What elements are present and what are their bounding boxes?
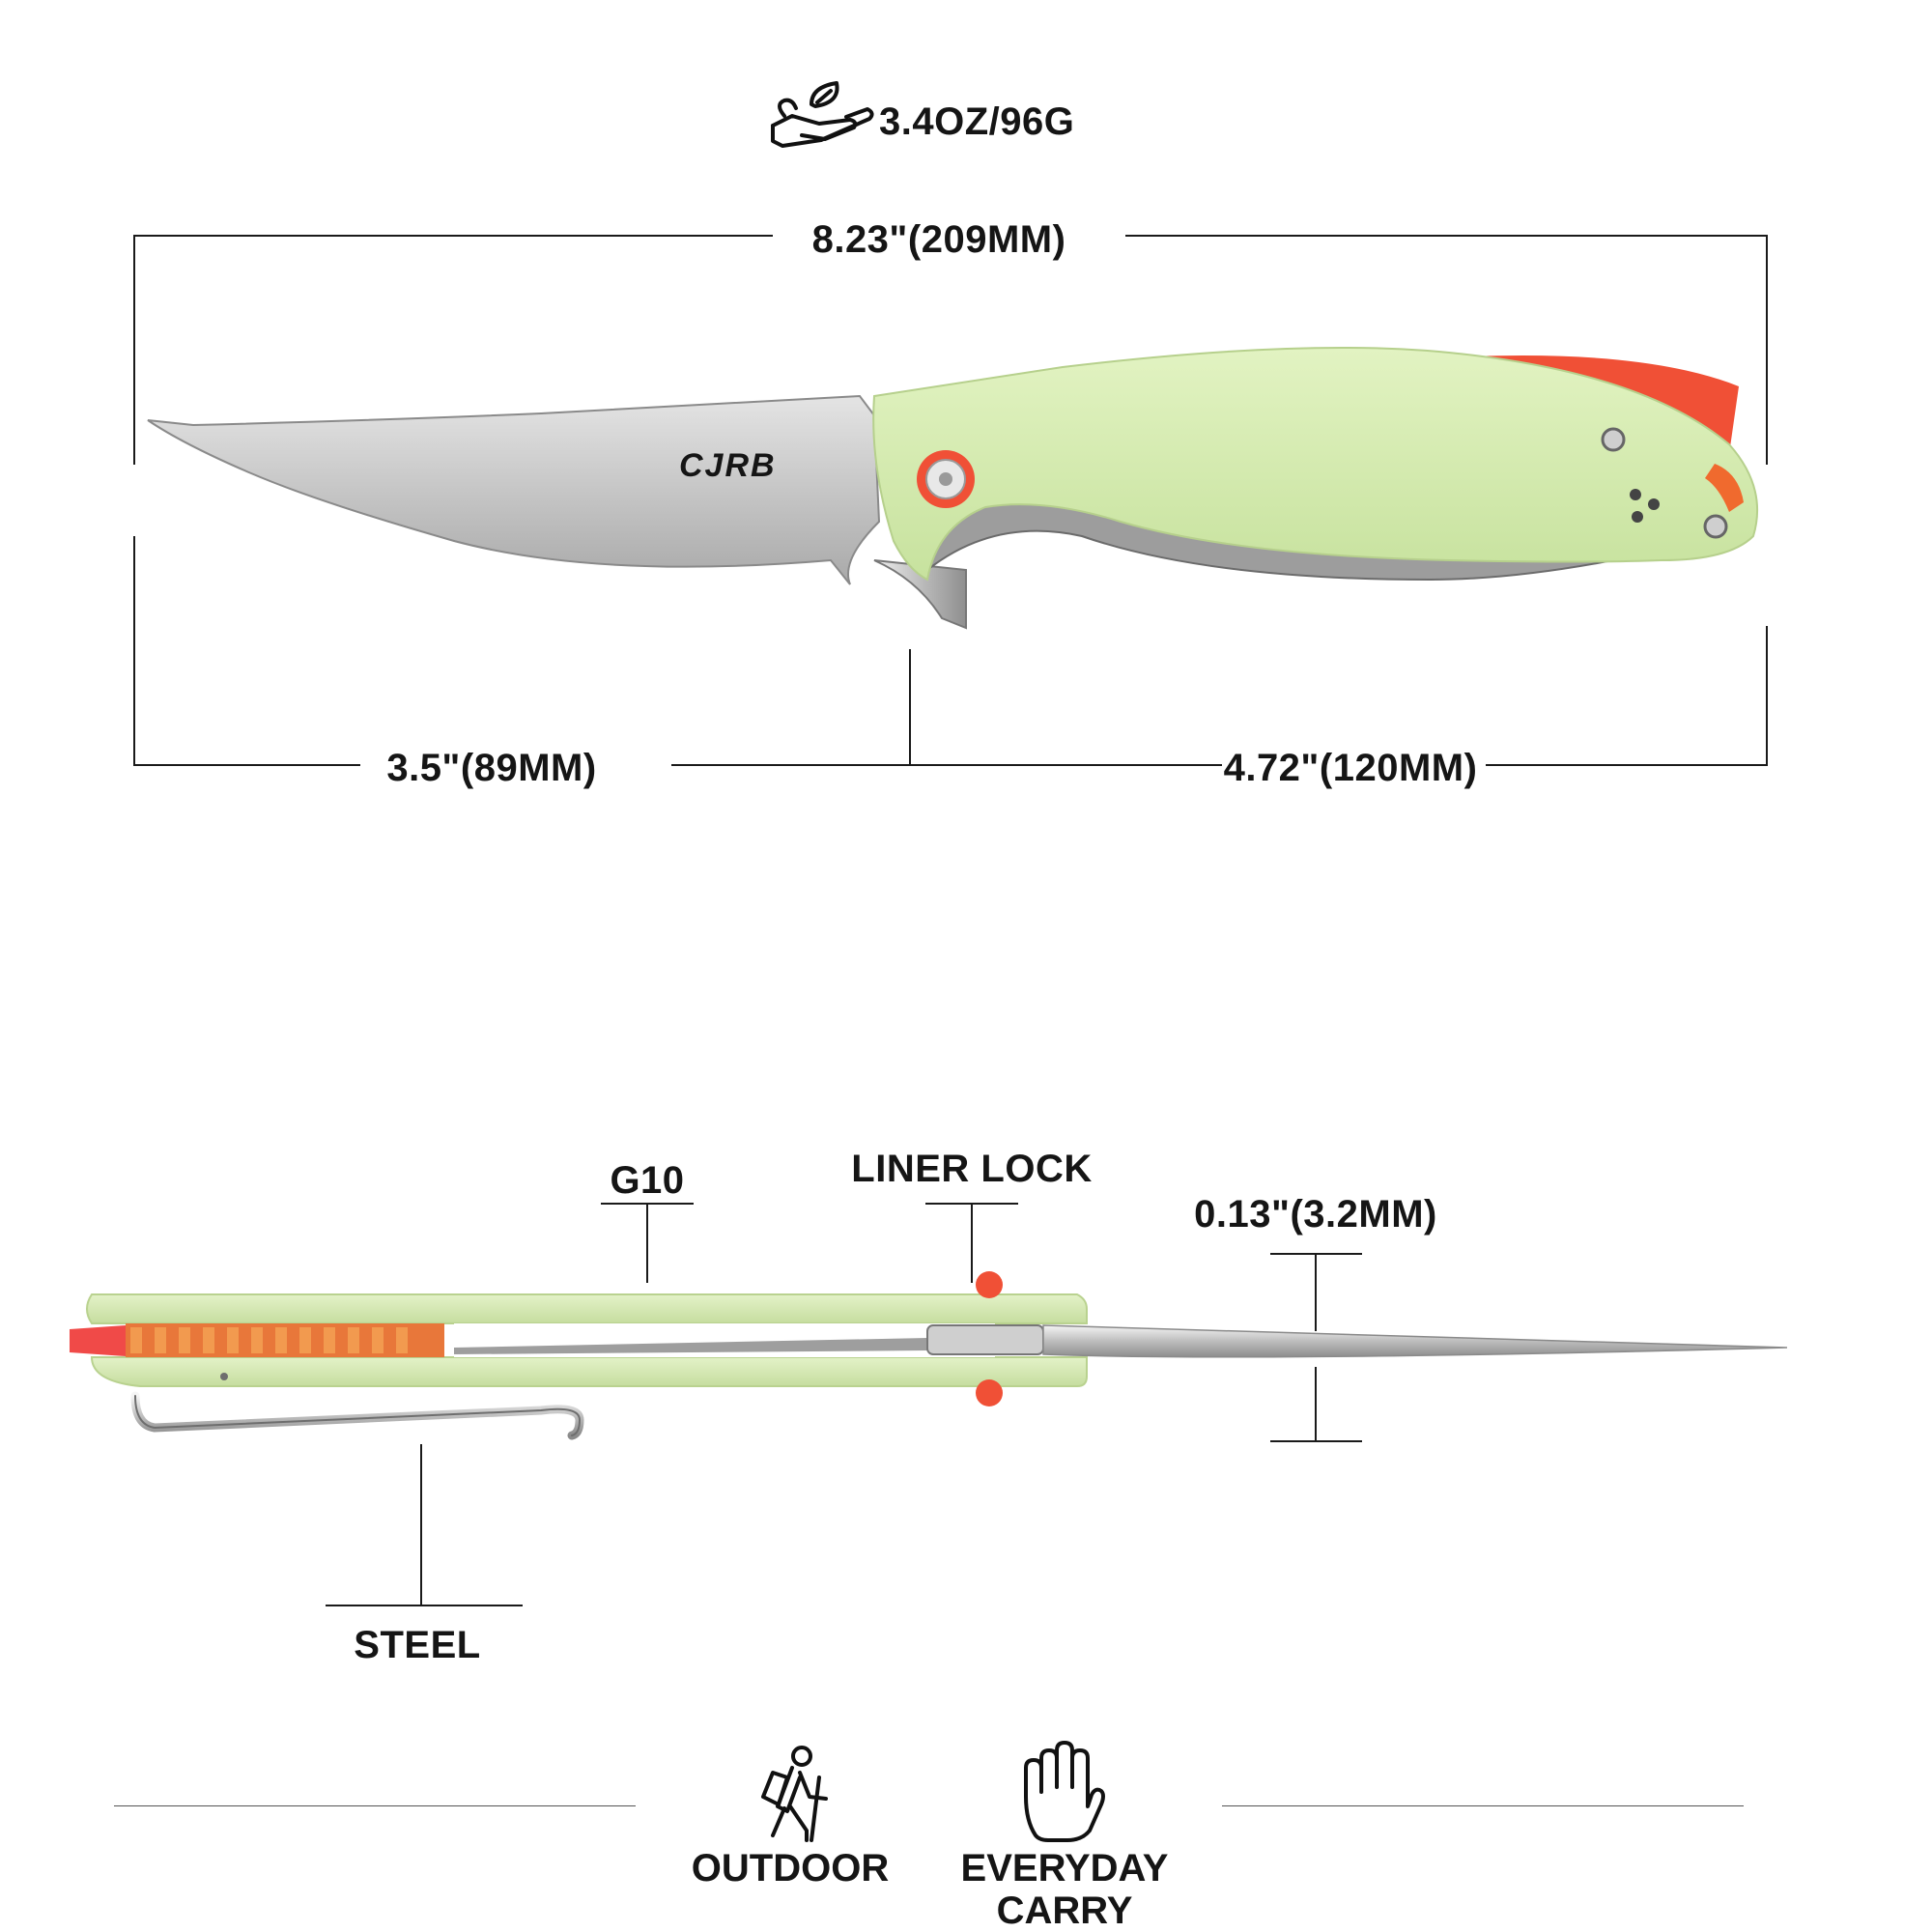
usage-label-everyday-carry: EVERYDAY CARRY: [961, 1847, 1169, 1932]
handle-dimension-line-right: [1486, 764, 1768, 766]
handle-material-leader: [646, 1203, 648, 1283]
overall-length-label: 8.23"(209MM): [811, 218, 1066, 261]
blade-length-label: 3.5"(89MM): [386, 747, 597, 789]
weight-label: 3.4OZ/96G: [879, 100, 1075, 143]
blade-dimension-line-left: [133, 764, 360, 766]
overall-dimension-line-left: [133, 235, 773, 237]
clip-material-underline: [326, 1605, 523, 1606]
usage-divider-left: [114, 1805, 636, 1806]
usage-divider-right: [1222, 1805, 1744, 1806]
thickness-tick-bottom: [1270, 1440, 1362, 1442]
usage-label-line1: EVERYDAY: [960, 1847, 1169, 1889]
usage-label-line2: CARRY: [996, 1889, 1133, 1932]
clip-material-label: STEEL: [354, 1624, 481, 1666]
thickness-leader-bottom: [1315, 1367, 1317, 1441]
blade-thickness-label: 0.13"(3.2MM): [1194, 1193, 1437, 1236]
handle-length-label: 4.72"(120MM): [1223, 747, 1478, 789]
handle-dimension-tick-right: [1766, 626, 1768, 766]
lock-type-leader: [971, 1203, 973, 1283]
brand-logo: CJRB: [679, 447, 777, 484]
overall-dimension-tick-right: [1766, 235, 1768, 465]
blade-dimension-line-right: [671, 764, 1222, 766]
usage-label-outdoor: OUTDOOR: [691, 1847, 890, 1889]
clip-material-leader: [420, 1444, 422, 1605]
overall-dimension-tick-left: [133, 235, 135, 465]
handle-material-label: G10: [610, 1159, 685, 1202]
blade-dimension-tick-left: [133, 536, 135, 766]
blade-handle-divider-tick: [909, 649, 911, 766]
overall-dimension-line-right: [1125, 235, 1768, 237]
lock-type-label: LINER LOCK: [851, 1148, 1093, 1190]
thickness-leader-top: [1315, 1253, 1317, 1331]
